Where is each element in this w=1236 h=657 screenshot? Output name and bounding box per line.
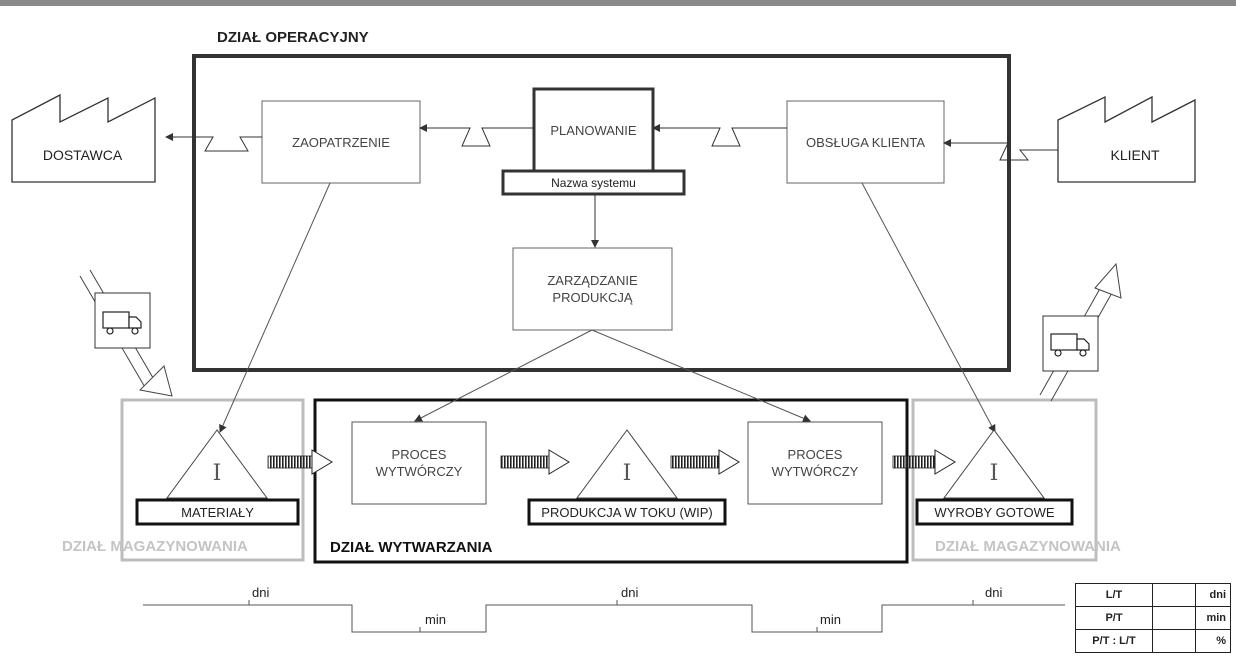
info-flow-planning-to-procurement <box>419 124 534 147</box>
process-1-label: PROCES WYTWÓRCZY <box>375 447 463 479</box>
materials-triangle <box>166 429 268 499</box>
finished-goods-label-box <box>915 498 1074 526</box>
info-flow-client-to-service <box>943 139 1058 161</box>
system-name-box <box>501 169 686 196</box>
arrow-prodmgmt-to-process-2 <box>591 329 811 422</box>
timeline-days-1: dni <box>252 585 270 600</box>
customer-service-label: OBSŁUGA KLIENTA <box>806 134 925 150</box>
materials-inventory-symbol: I <box>212 460 222 486</box>
client-label: KLIENT <box>1110 147 1160 163</box>
summary-label-ratio: P/T : L/T <box>1075 629 1153 653</box>
info-flow-procurement-to-supplier <box>165 133 262 152</box>
summary-unit-lt: dni <box>1195 583 1231 607</box>
top-divider <box>0 0 1236 6</box>
planning-box <box>532 87 655 173</box>
truck-icon-outbound <box>1042 315 1099 372</box>
warehouse-left-title: DZIAŁ MAGAZYNOWANIA <box>62 538 248 555</box>
summary-unit-pt: min <box>1195 606 1231 630</box>
truck-icon-inbound <box>94 292 151 349</box>
materials-label: MATERIAŁY <box>181 504 254 520</box>
wip-inventory-symbol: I <box>622 460 632 486</box>
process-2-label: PROCES WYTWÓRCZY <box>771 447 859 479</box>
warehouse-right-frame <box>911 398 1098 562</box>
client-factory-shape <box>1057 95 1196 183</box>
manufacturing-frame <box>313 398 909 564</box>
push-arrow-2 <box>500 449 570 475</box>
wip-label: PRODUKCJA W TOKU (WIP) <box>541 504 713 520</box>
procurement-label: ZAOPATRZENIE <box>292 134 390 150</box>
summary-label-lt: L/T <box>1075 583 1153 607</box>
timeline-min-2: min <box>820 612 841 627</box>
wip-triangle <box>576 429 678 499</box>
arrow-prodmgmt-to-process-1 <box>414 329 593 422</box>
production-management-box <box>512 247 673 331</box>
planning-label: PLANOWANIE <box>550 122 637 138</box>
summary-value-ratio <box>1152 629 1196 653</box>
supplier-label: DOSTAWCA <box>42 147 123 163</box>
system-name-label: Nazwa systemu <box>551 175 636 190</box>
process-2-box <box>747 421 883 505</box>
summary-value-pt <box>1152 606 1196 630</box>
timeline-min-1: min <box>425 612 446 627</box>
operations-frame <box>192 54 1011 372</box>
timeline-days-3: dni <box>985 585 1003 600</box>
finished-goods-triangle <box>943 429 1045 499</box>
timeline-line <box>143 604 1065 633</box>
summary-row-ratio: P/T : L/T % <box>1075 629 1231 653</box>
summary-label-pt: P/T <box>1075 606 1153 630</box>
warehouse-left-frame <box>120 398 305 562</box>
operations-dept-title: DZIAŁ OPERACYJNY <box>217 29 369 46</box>
production-management-label: ZARZĄDZANIE PRODUKCJĄ <box>547 273 638 305</box>
wip-label-box <box>527 498 727 526</box>
procurement-box <box>261 100 421 184</box>
arrow-procurement-to-materials <box>219 182 331 433</box>
materials-label-box <box>135 498 300 526</box>
summary-value-lt <box>1152 583 1196 607</box>
warehouse-right-title: DZIAŁ MAGAZYNOWANIA <box>935 538 1121 555</box>
push-arrow-3 <box>670 449 740 475</box>
supplier-factory-shape <box>11 93 156 183</box>
manufacturing-dept-title: DZIAŁ WYTWARZANIA <box>330 539 493 556</box>
lead-time-summary-table: L/T dni P/T min P/T : L/T % <box>1075 583 1231 653</box>
summary-unit-ratio: % <box>1195 629 1231 653</box>
summary-row-lt: L/T dni <box>1075 583 1231 607</box>
customer-service-box <box>786 100 945 184</box>
finished-goods-label: WYROBY GOTOWE <box>934 504 1055 520</box>
push-arrow-1 <box>267 449 333 475</box>
info-flow-service-to-planning <box>652 124 787 147</box>
process-1-box <box>351 421 487 505</box>
timeline-days-2: dni <box>621 585 639 600</box>
summary-row-pt: P/T min <box>1075 606 1231 630</box>
arrow-service-to-finished-goods <box>861 182 996 433</box>
push-arrow-4 <box>892 449 956 475</box>
finished-goods-inventory-symbol: I <box>989 460 999 486</box>
